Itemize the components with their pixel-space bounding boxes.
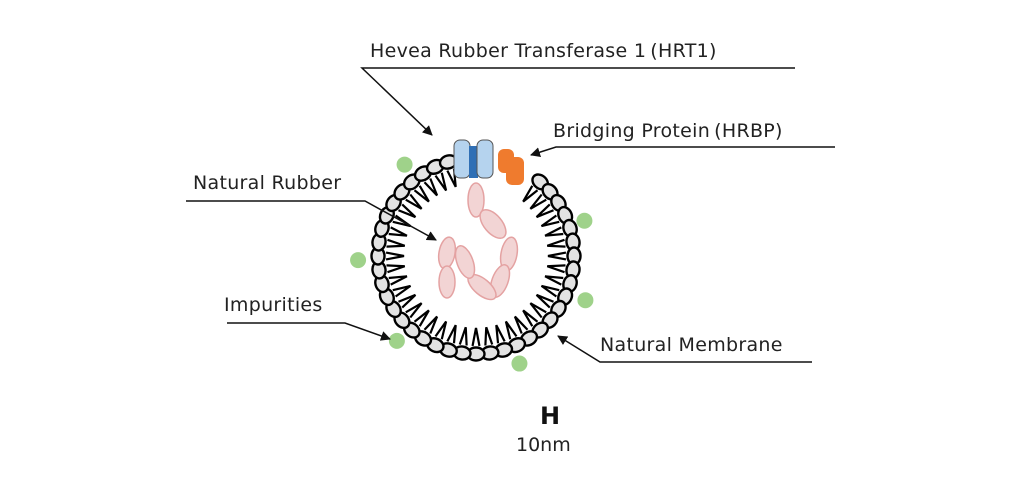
- lipid-tail: [535, 293, 554, 309]
- lipid-tail: [434, 172, 448, 192]
- lipid-tail: [405, 193, 423, 210]
- natural-rubber-chain: [437, 182, 519, 301]
- lipid-tail: [388, 226, 408, 237]
- lipid-tail: [405, 302, 423, 319]
- lipid-tail: [522, 309, 539, 327]
- natural-membrane-label: Natural Membrane: [600, 334, 783, 356]
- impurity-dot: [388, 332, 405, 349]
- rubber-monomer: [454, 245, 476, 279]
- hrbp-leader-line: [530, 146, 835, 158]
- lipid-tail: [546, 264, 566, 274]
- lipid-tail: [423, 315, 439, 334]
- lipid-tail: [535, 203, 554, 219]
- lipid-tail: [398, 293, 417, 309]
- lipid-tail: [386, 238, 406, 248]
- lipid-tail: [495, 324, 506, 344]
- lipid-tail: [388, 275, 408, 286]
- impurities-leader-line: [227, 322, 391, 341]
- rubber-monomer: [467, 182, 485, 218]
- impurities-label: Impurities: [224, 294, 323, 316]
- hrbp-lower: [506, 157, 524, 185]
- lipid-tail: [392, 284, 412, 298]
- lipid-tail: [434, 320, 448, 340]
- impurity-dot: [511, 355, 528, 372]
- natural-rubber-label: Natural Rubber: [193, 172, 342, 194]
- hrt1-subunit-right: [476, 139, 494, 179]
- impurity-dot: [577, 292, 594, 309]
- lipid-tail: [540, 284, 560, 298]
- lipid-tail: [413, 185, 430, 203]
- lipid-tail: [446, 324, 457, 344]
- lipid-tail: [546, 238, 566, 248]
- rubber-monomer: [438, 265, 456, 299]
- lipid-tail: [522, 185, 539, 203]
- lipid-tail: [385, 251, 405, 261]
- proteins-group: [453, 139, 524, 185]
- lipid-tail: [423, 178, 439, 197]
- lipid-tail: [544, 226, 564, 237]
- lipid-tail: [398, 203, 417, 219]
- impurity-dot: [350, 252, 367, 269]
- impurity-dot: [396, 156, 413, 173]
- lipid-tail: [471, 327, 481, 347]
- lipid-tail: [386, 264, 406, 274]
- rubber-monomer: [479, 209, 507, 239]
- lipid-heads: [370, 154, 582, 362]
- hrt1-leader-line: [360, 67, 795, 136]
- lipid-tail: [484, 326, 494, 346]
- natural-rubber-leader-line: [186, 200, 437, 241]
- hrt1-subunit-left: [453, 139, 471, 179]
- lipid-tail: [544, 275, 564, 286]
- lipid-tail: [529, 302, 547, 319]
- impurity-dot: [576, 212, 593, 229]
- hrt1-core: [469, 146, 478, 178]
- impurities-group: [350, 156, 594, 372]
- scale-bar-icon: H: [540, 402, 561, 430]
- leader-lines: [186, 67, 835, 363]
- hrbp-label: Bridging Protein (HRBP): [553, 120, 783, 142]
- rubber-monomer: [437, 236, 457, 270]
- hrt1-label: Hevea Rubber Transferase 1 (HRT1): [370, 40, 717, 62]
- lipid-tail: [540, 214, 560, 228]
- natural-membrane-leader-line: [557, 335, 812, 363]
- lipid-tail: [529, 193, 547, 210]
- scale-bar-value: 10nm: [516, 434, 571, 456]
- lipid-tail: [547, 251, 567, 261]
- lipid-tail: [504, 320, 518, 340]
- lipid-tail: [458, 326, 468, 346]
- lipid-tail: [513, 315, 529, 334]
- lipid-tail: [413, 309, 430, 327]
